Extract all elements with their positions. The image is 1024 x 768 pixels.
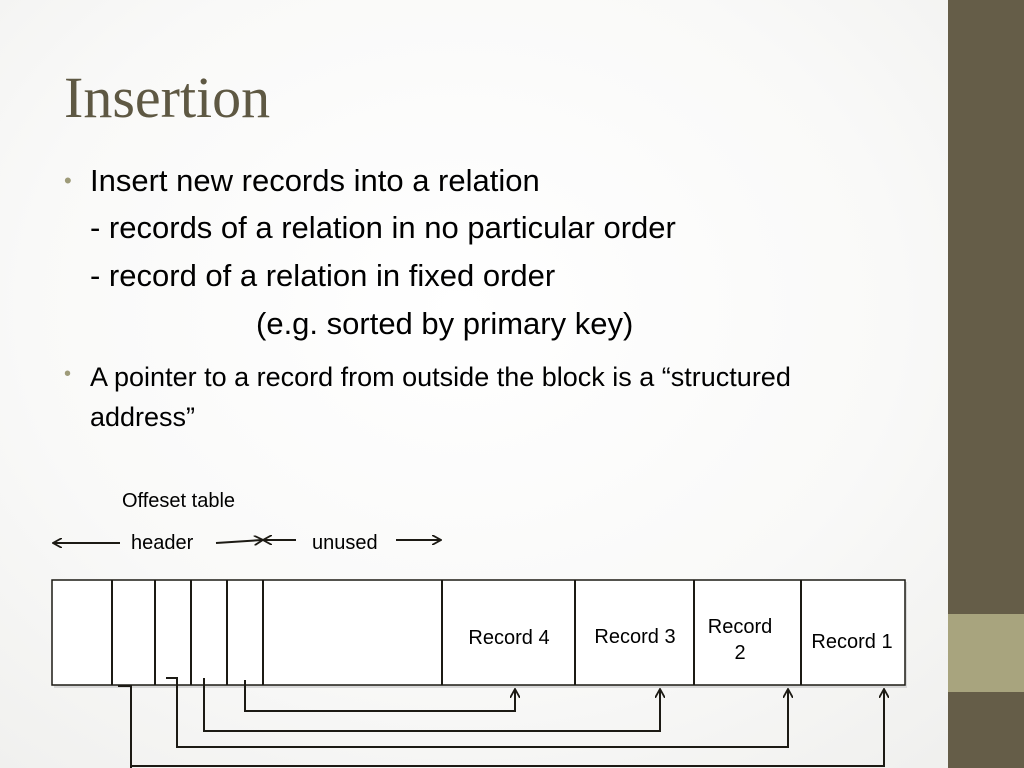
pointer-record-1 — [118, 685, 132, 768]
bullet-dot-icon: • — [64, 168, 72, 193]
pointer-record-3 — [203, 678, 660, 732]
bullet-dot-icon: • — [64, 363, 72, 385]
header-right-arrow — [215, 540, 262, 543]
header-label: header — [131, 532, 194, 554]
offset-table-label: Offeset table — [122, 490, 236, 512]
record-1-label: Record 1 — [811, 631, 893, 653]
bullet-2-text-cont: address” — [90, 402, 196, 432]
sidebar-accent-band — [948, 614, 1024, 692]
pointer-record-1-up — [131, 690, 884, 767]
bullet-1-sub-1: - records of a relation in no particular… — [90, 210, 676, 245]
bullet-1-sub-2: - record of a relation in fixed order — [90, 258, 556, 293]
bullet-2-text: A pointer to a record from outside the b… — [90, 362, 791, 392]
slide-title: Insertion — [64, 65, 271, 130]
pointer-record-4 — [244, 680, 515, 712]
record-3-label: Record 3 — [594, 626, 676, 648]
bullet-1-text: Insert new records into a relation — [90, 163, 540, 198]
pointer-record-2 — [166, 677, 788, 748]
bullet-1-sub-3: (e.g. sorted by primary key) — [256, 306, 634, 341]
record-4-label: Record 4 — [468, 627, 550, 649]
unused-label: unused — [312, 532, 378, 554]
record-2-label: Record 2 — [707, 616, 773, 664]
